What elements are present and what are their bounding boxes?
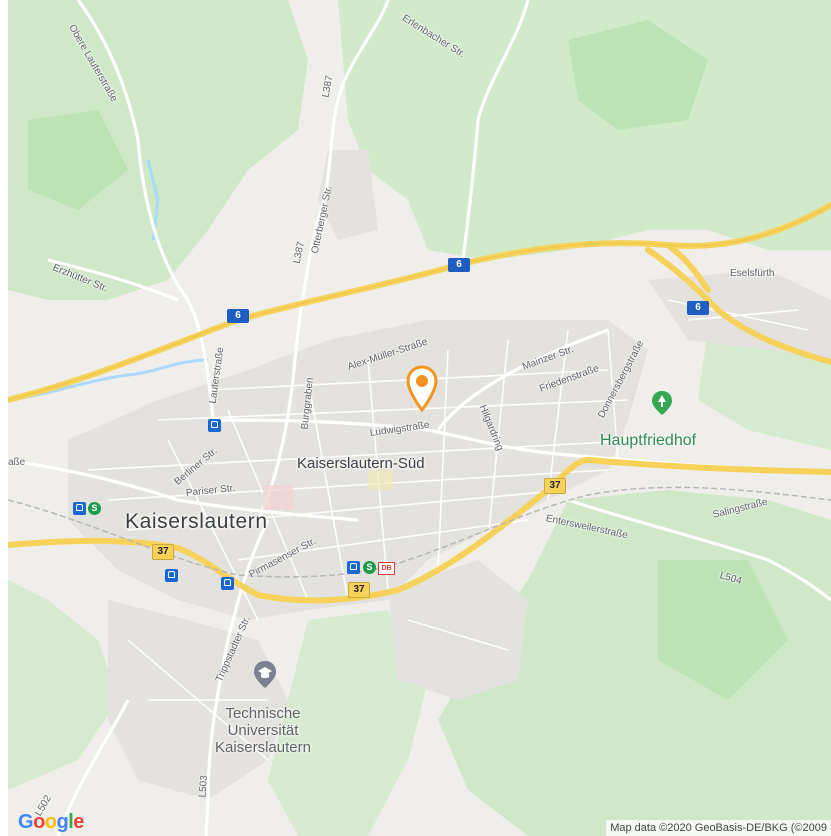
db-icon[interactable]: DB	[378, 562, 395, 575]
a6-shield: 6	[687, 301, 709, 315]
map-base-layer	[8, 0, 831, 836]
sbahn-icon[interactable]: S	[88, 502, 101, 515]
sbahn-icon[interactable]: S	[363, 561, 376, 574]
university-label-line2: Universität	[227, 722, 299, 739]
university-label: Technische Universität Kaiserslautern	[208, 705, 318, 756]
map-copyright[interactable]: Map data ©2020 GeoBasis-DE/BKG (©2009	[606, 820, 831, 836]
logo-letter: e	[73, 811, 84, 833]
b37-shield: 37	[544, 478, 566, 494]
b37-shield: 37	[152, 544, 174, 560]
university-label-line3: Kaiserslautern	[215, 739, 311, 756]
b37-shield: 37	[348, 582, 370, 598]
forest-dark-patches	[28, 20, 788, 700]
cemetery-pin-icon[interactable]	[650, 390, 674, 416]
train-station-icon[interactable]	[221, 577, 234, 590]
street-label-edge: aße	[8, 457, 26, 468]
cemetery-label: Hauptfriedhof	[600, 432, 697, 449]
google-logo[interactable]: Google	[18, 811, 84, 834]
a6-shield: 6	[227, 309, 249, 323]
map-canvas[interactable]: Obere Lauterstraße Erlenbacher Str. L387…	[8, 0, 831, 836]
street-label-l503: L503	[197, 774, 211, 798]
logo-letter: G	[18, 811, 34, 833]
place-label-eselsfurth: Eselsfürth	[730, 268, 775, 279]
train-station-icon[interactable]	[208, 419, 221, 432]
logo-letter: o	[33, 811, 45, 833]
logo-letter: g	[56, 811, 69, 833]
university-pin-icon[interactable]	[252, 660, 278, 690]
train-station-icon[interactable]	[165, 569, 178, 582]
city-label: Kaiserslautern	[125, 510, 268, 533]
a6-shield: 6	[448, 258, 470, 272]
train-station-icon[interactable]	[347, 561, 360, 574]
logo-letter: o	[44, 811, 57, 833]
university-label-line1: Technische	[225, 705, 301, 722]
location-marker-icon[interactable]	[405, 364, 439, 414]
district-label: Kaiserslautern-Süd	[297, 455, 425, 472]
train-station-icon[interactable]	[73, 502, 86, 515]
logo-letter: l	[68, 811, 74, 833]
